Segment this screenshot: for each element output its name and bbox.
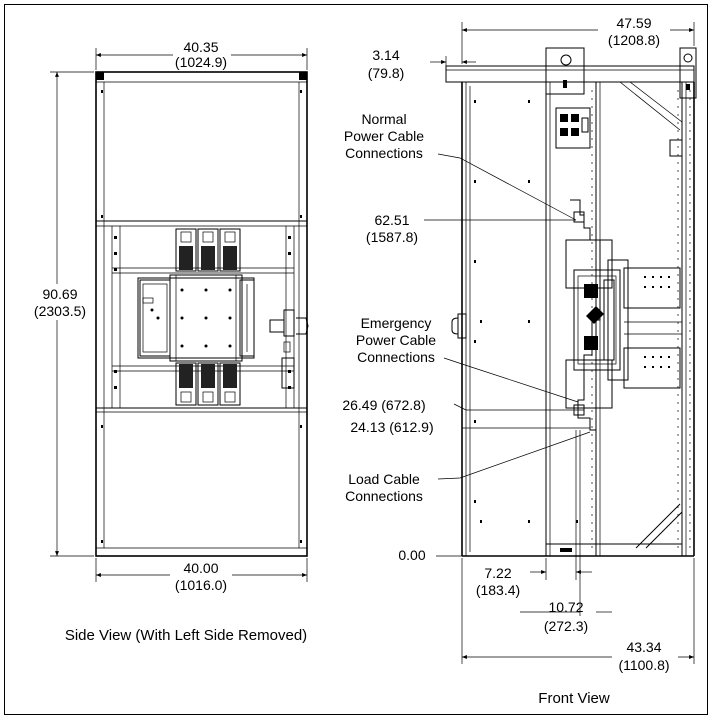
emergency-label-line1: Emergency: [361, 315, 432, 331]
dim-load: 24.13 (612.9): [350, 419, 433, 435]
side-handle: [269, 309, 309, 389]
bottom-breaker-poles: [175, 362, 241, 406]
door-handle: [451, 317, 459, 335]
side-view: 40.35 (1024.9) 90.69 (2303.5) 40.00 (101…: [30, 38, 309, 644]
top-lifting-channel: [445, 65, 695, 83]
dim-b-mm: (272.3): [544, 618, 588, 634]
side-height: 90.69: [42, 286, 77, 302]
normal-label-line2: Power Cable: [344, 128, 424, 144]
front-overall-width: 47.59: [616, 15, 651, 31]
side-cabinet-outline: [95, 71, 308, 557]
emergency-label-line2: Power Cable: [356, 332, 436, 348]
dim-a-mm: (183.4): [476, 582, 520, 598]
front-view: 47.59 (1208.8) 3.14 (79.8) Normal Power …: [342, 15, 697, 707]
front-view-caption: Front View: [538, 690, 610, 707]
front-overall-width-mm: (1208.8): [608, 32, 660, 48]
control-terminal-block: [555, 107, 591, 149]
page-border: [4, 4, 708, 715]
lifting-lugs: [545, 47, 697, 99]
dim-normal: 62.51: [374, 212, 409, 228]
dim-zero: 0.00: [398, 547, 425, 563]
side-width-bottom-mm: (1016.0): [175, 577, 227, 593]
emergency-label-line3: Connections: [357, 349, 435, 365]
top-breaker-poles: [175, 228, 241, 272]
dim-b: 10.72: [548, 599, 583, 615]
load-label-line2: Connections: [345, 488, 423, 504]
breaker-assembly: [565, 239, 629, 409]
normal-label-line3: Connections: [345, 145, 423, 161]
side-view-caption: Side View (With Left Side Removed): [65, 627, 307, 644]
front-rivets: [474, 100, 578, 523]
dim-normal-mm: (1587.8): [366, 229, 418, 245]
normal-label-line1: Normal: [361, 111, 406, 127]
side-width-top: 40.35: [183, 39, 218, 55]
transfer-switch-body: [137, 274, 255, 362]
side-width-top-mm: (1024.9): [175, 54, 227, 70]
load-label-line1: Load Cable: [348, 471, 420, 487]
dim-c: 43.34: [626, 639, 661, 655]
side-width-bottom: 40.00: [183, 560, 218, 576]
side-height-mm: (2303.5): [34, 303, 86, 319]
front-offset-top: 3.14: [372, 47, 399, 63]
dim-a: 7.22: [484, 565, 511, 581]
dim-emergency: 26.49 (672.8): [342, 397, 425, 413]
front-offset-top-mm: (79.8): [368, 65, 405, 81]
rear-bus-box: [623, 267, 682, 389]
dim-c-mm: (1100.8): [618, 657, 669, 673]
